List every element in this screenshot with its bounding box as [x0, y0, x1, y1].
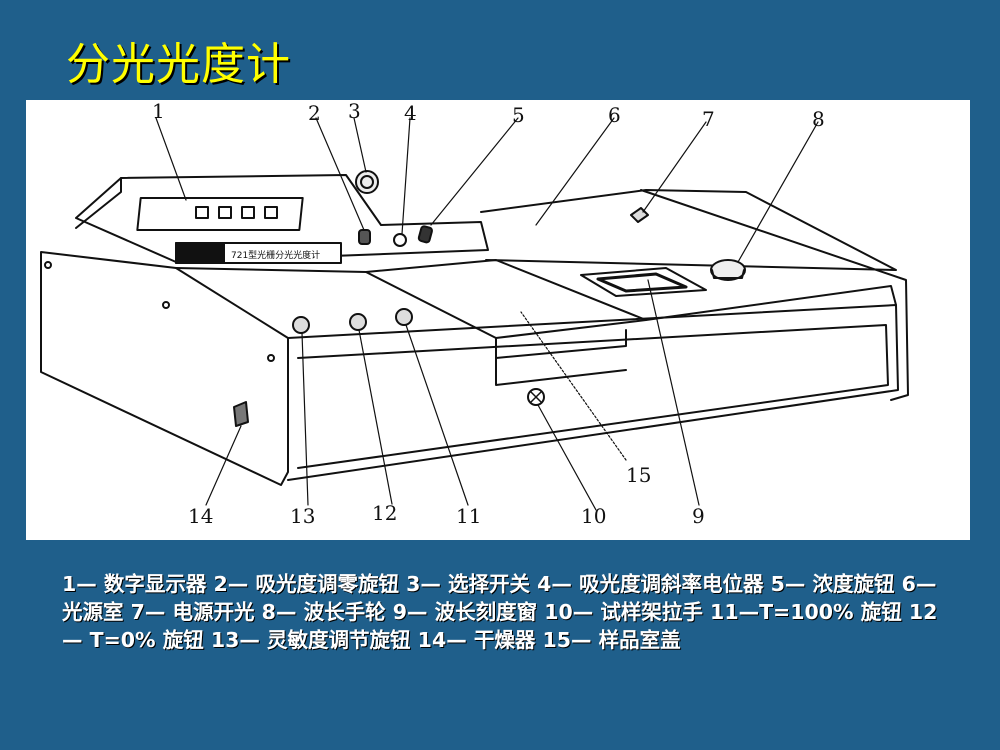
- legend-caption: 1— 数字显示器 2— 吸光度调零旋钮 3— 选择开关 4— 吸光度调斜率电位器…: [62, 572, 938, 652]
- selector-knob: [355, 170, 379, 194]
- wavelength-window: [580, 267, 707, 297]
- callout-8: 8: [812, 107, 825, 131]
- callout-15: 15: [626, 463, 651, 487]
- top-surface: [480, 189, 897, 271]
- callout-6: 6: [608, 103, 621, 127]
- display-squares: [195, 206, 278, 219]
- zero-knob: [358, 229, 371, 245]
- sample-holder-handle: [527, 388, 545, 406]
- callout-9: 9: [692, 504, 705, 528]
- digital-display: [136, 197, 304, 231]
- callout-3: 3: [348, 100, 361, 123]
- callout-13: 13: [290, 504, 315, 528]
- callout-5: 5: [512, 103, 525, 127]
- zero-percent-knob: [349, 313, 367, 331]
- callout-14: 14: [188, 504, 213, 528]
- callout-4: 4: [404, 101, 417, 125]
- slope-potentiometer: [393, 233, 407, 247]
- callout-12: 12: [372, 501, 397, 525]
- callout-2: 2: [308, 101, 321, 125]
- hundred-percent-knob: [395, 308, 413, 326]
- desiccant: [233, 401, 249, 427]
- sample-drawer: [495, 357, 627, 386]
- callout-10: 10: [581, 504, 606, 528]
- sensitivity-knob: [292, 316, 310, 334]
- callout-labels: 1 2 3 4 5 6 7 8 9 10 11 12 13 14 15: [152, 100, 825, 528]
- callout-1: 1: [152, 100, 165, 123]
- nameplate-text: 721型光栅分光光度计: [231, 249, 320, 261]
- main-body: [40, 251, 289, 486]
- power-switch: [630, 207, 649, 223]
- spectrophotometer-diagram: 721型光栅分光光度计: [26, 100, 970, 540]
- callout-11: 11: [456, 504, 481, 528]
- slide-title: 分光光度计: [66, 39, 291, 90]
- callout-7: 7: [702, 107, 715, 131]
- concentration-knob: [417, 225, 433, 244]
